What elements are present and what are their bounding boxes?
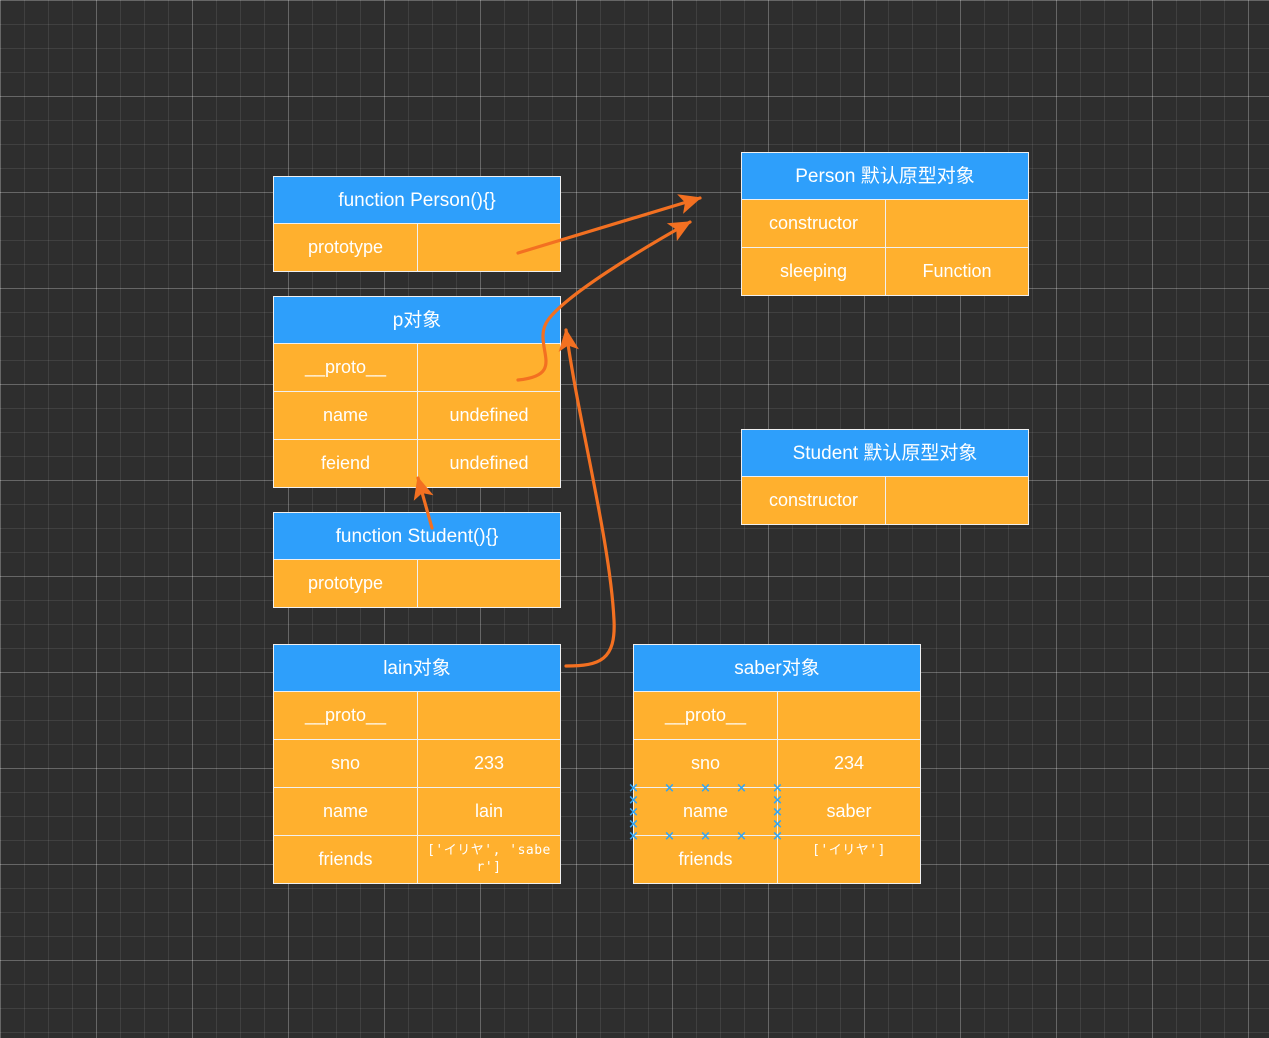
table-row[interactable]: __proto__ [273, 344, 561, 392]
cell-value-saber-object-2[interactable]: saber [777, 788, 921, 836]
cell-key-lain-object-2[interactable]: name [273, 788, 417, 836]
cell-value-p-object-1[interactable]: undefined [417, 392, 561, 440]
cell-key-person-prototype-1[interactable]: sleeping [741, 248, 885, 296]
table-row[interactable]: __proto__ [633, 692, 921, 740]
cell-key-function-person-0[interactable]: prototype [273, 224, 417, 272]
node-title-p-object: p对象 [273, 296, 561, 344]
cell-key-function-student-0[interactable]: prototype [273, 560, 417, 608]
cell-value-student-prototype-0[interactable] [885, 477, 1029, 525]
node-title-lain-object: lain对象 [273, 644, 561, 692]
cell-key-saber-object-0[interactable]: __proto__ [633, 692, 777, 740]
cell-value-p-object-0[interactable] [417, 344, 561, 392]
node-function-person[interactable]: function Person(){}prototype [273, 176, 561, 272]
cell-value-lain-object-3[interactable]: ['イリヤ', 'saber'] [417, 836, 561, 884]
node-function-student[interactable]: function Student(){}prototype [273, 512, 561, 608]
cell-value-function-student-0[interactable] [417, 560, 561, 608]
table-row[interactable]: __proto__ [273, 692, 561, 740]
cell-value-function-person-0[interactable] [417, 224, 561, 272]
cell-key-student-prototype-0[interactable]: constructor [741, 477, 885, 525]
cell-value-person-prototype-1[interactable]: Function [885, 248, 1029, 296]
cell-value-person-prototype-0[interactable] [885, 200, 1029, 248]
cell-key-saber-object-3[interactable]: friends [633, 836, 777, 884]
cell-value-lain-object-1[interactable]: 233 [417, 740, 561, 788]
node-title-person-prototype: Person 默认原型对象 [741, 152, 1029, 200]
cell-key-lain-object-0[interactable]: __proto__ [273, 692, 417, 740]
node-title-saber-object: saber对象 [633, 644, 921, 692]
cell-key-saber-object-2[interactable]: name [622, 782, 783, 841]
table-row[interactable]: prototype [273, 224, 561, 272]
table-row[interactable]: friends['イリヤ'] [633, 836, 921, 884]
cell-value-p-object-2[interactable]: undefined [417, 440, 561, 488]
cell-key-saber-object-1[interactable]: sno [633, 740, 777, 788]
table-row[interactable]: prototype [273, 560, 561, 608]
table-row[interactable]: constructor [741, 477, 1029, 525]
cell-value-lain-object-2[interactable]: lain [417, 788, 561, 836]
cell-value-saber-object-0[interactable] [777, 692, 921, 740]
cell-value-lain-object-0[interactable] [417, 692, 561, 740]
node-title-function-student: function Student(){} [273, 512, 561, 560]
cell-key-lain-object-1[interactable]: sno [273, 740, 417, 788]
cell-key-p-object-0[interactable]: __proto__ [273, 344, 417, 392]
node-title-function-person: function Person(){} [273, 176, 561, 224]
cell-key-p-object-2[interactable]: feiend [273, 440, 417, 488]
cell-key-lain-object-3[interactable]: friends [273, 836, 417, 884]
cell-key-person-prototype-0[interactable]: constructor [741, 200, 885, 248]
node-title-student-prototype: Student 默认原型对象 [741, 429, 1029, 477]
table-row[interactable]: friends['イリヤ', 'saber'] [273, 836, 561, 884]
cell-key-p-object-1[interactable]: name [273, 392, 417, 440]
connection-lain-proto-link [558, 328, 616, 668]
table-row[interactable]: constructor [741, 200, 1029, 248]
cell-value-saber-object-3[interactable]: ['イリヤ'] [777, 836, 921, 884]
cell-value-saber-object-1[interactable]: 234 [777, 740, 921, 788]
